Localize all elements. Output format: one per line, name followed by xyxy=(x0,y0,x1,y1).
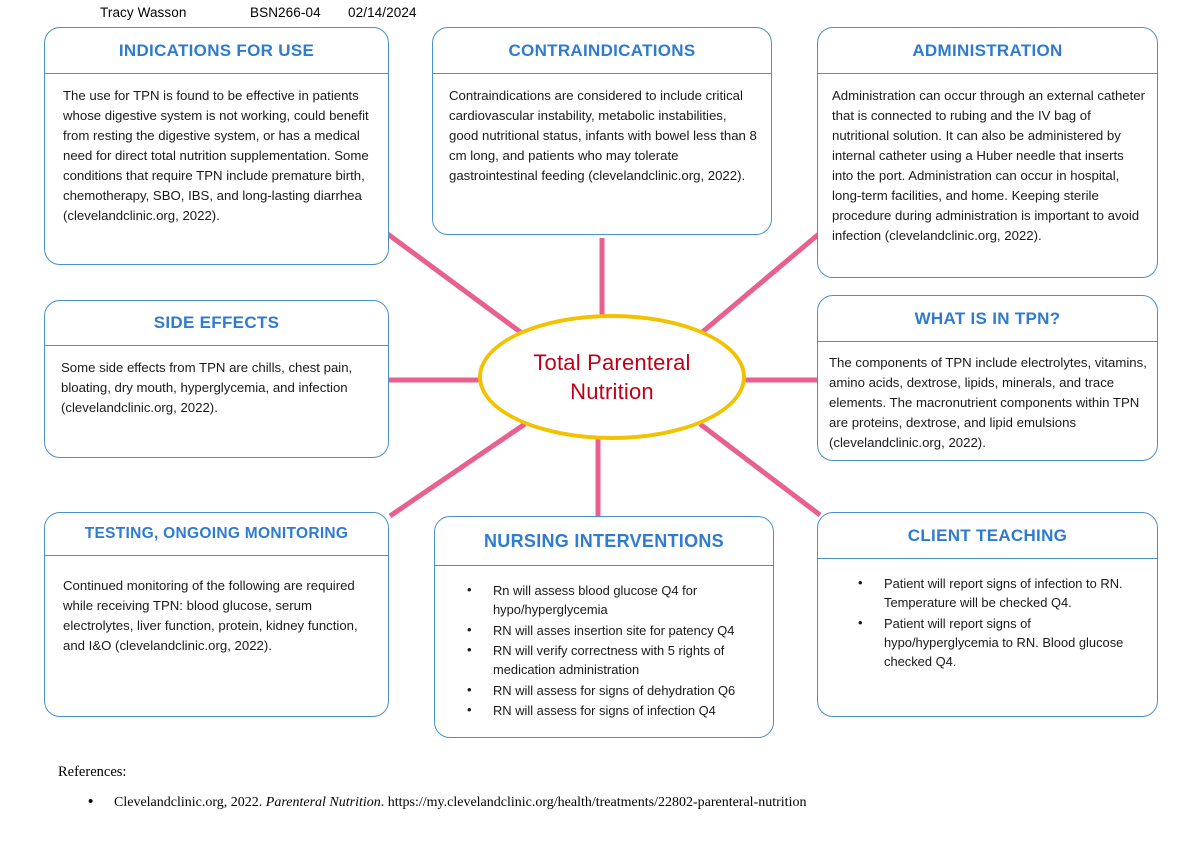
node-body-client-teaching: Patient will report signs of infection t… xyxy=(818,559,1157,672)
list-item: RN will verify correctness with 5 rights… xyxy=(467,640,763,680)
list-item: RN will assess for signs of dehydration … xyxy=(467,680,763,700)
course-code: BSN266-04 xyxy=(250,5,321,20)
node-title-administration: ADMINISTRATION xyxy=(818,28,1157,74)
node-text: The use for TPN is found to be effective… xyxy=(63,88,369,224)
list-item: Patient will report signs of hypo/hyperg… xyxy=(858,613,1139,672)
node-client-teaching[interactable]: CLIENT TEACHING Patient will report sign… xyxy=(817,512,1158,717)
node-title-indications-for-use: INDICATIONS FOR USE xyxy=(45,28,388,74)
node-nursing-interventions[interactable]: NURSING INTERVENTIONS Rn will assess blo… xyxy=(434,516,774,738)
node-body-indications-for-use: The use for TPN is found to be effective… xyxy=(45,74,388,226)
references-list: Clevelandclinic.org, 2022. Parenteral Nu… xyxy=(58,791,807,813)
node-body-what-is-in-tpn: The components of TPN include electrolyt… xyxy=(818,342,1157,453)
node-title-side-effects: SIDE EFFECTS xyxy=(45,301,388,346)
node-body-testing-ongoing-monitoring: Continued monitoring of the following ar… xyxy=(45,556,388,656)
references-section: References: Clevelandclinic.org, 2022. P… xyxy=(58,764,806,813)
connector-administration xyxy=(698,231,822,336)
node-body-contraindications: Contraindications are considered to incl… xyxy=(433,74,771,186)
reference-prefix: Clevelandclinic.org, 2022. xyxy=(114,795,266,810)
center-node-total-parenteral-nutrition[interactable]: Total Parenteral Nutrition xyxy=(478,314,746,440)
list-item: Patient will report signs of infection t… xyxy=(858,573,1139,613)
reference-item: Clevelandclinic.org, 2022. Parenteral Nu… xyxy=(88,791,807,813)
node-text: Some side effects from TPN are chills, c… xyxy=(61,360,353,416)
node-text: Contraindications are considered to incl… xyxy=(449,88,757,184)
student-name: Tracy Wasson xyxy=(100,5,187,20)
connector-indications xyxy=(383,229,525,337)
header: Tracy Wasson BSN266-04 02/14/2024 xyxy=(100,5,417,20)
references-label: References: xyxy=(58,764,127,780)
node-body-side-effects: Some side effects from TPN are chills, c… xyxy=(45,346,388,418)
center-label-line1: Total Parenteral xyxy=(533,349,691,375)
node-indications-for-use[interactable]: INDICATIONS FOR USE The use for TPN is f… xyxy=(44,27,389,265)
node-text: The components of TPN include electrolyt… xyxy=(829,355,1147,451)
node-testing-ongoing-monitoring[interactable]: TESTING, ONGOING MONITORING Continued mo… xyxy=(44,512,389,717)
node-contraindications[interactable]: CONTRAINDICATIONS Contraindications are … xyxy=(432,27,772,235)
node-title-testing-ongoing-monitoring: TESTING, ONGOING MONITORING xyxy=(45,513,388,556)
bullet-list: Rn will assess blood glucose Q4 for hypo… xyxy=(441,580,763,721)
node-text: Administration can occur through an exte… xyxy=(832,88,1146,244)
list-item: RN will asses insertion site for patency… xyxy=(467,620,763,640)
node-what-is-in-tpn[interactable]: WHAT IS IN TPN? The components of TPN in… xyxy=(817,295,1158,461)
list-item: Rn will assess blood glucose Q4 for hypo… xyxy=(467,580,763,620)
list-item: RN will assess for signs of infection Q4 xyxy=(467,700,763,720)
center-label-line2: Nutrition xyxy=(570,379,654,404)
node-body-nursing-interventions: Rn will assess blood glucose Q4 for hypo… xyxy=(435,566,773,721)
node-title-nursing-interventions: NURSING INTERVENTIONS xyxy=(435,517,773,566)
connector-client-teaching xyxy=(698,422,822,517)
connector-testing xyxy=(388,421,527,519)
node-side-effects[interactable]: SIDE EFFECTS Some side effects from TPN … xyxy=(44,300,389,458)
reference-suffix: . https://my.clevelandclinic.org/health/… xyxy=(380,795,807,810)
node-administration[interactable]: ADMINISTRATION Administration can occur … xyxy=(817,27,1158,278)
node-title-client-teaching: CLIENT TEACHING xyxy=(818,513,1157,559)
assignment-date: 02/14/2024 xyxy=(348,5,417,20)
center-node-label: Total Parenteral Nutrition xyxy=(533,348,690,406)
node-body-administration: Administration can occur through an exte… xyxy=(818,74,1157,247)
node-title-what-is-in-tpn: WHAT IS IN TPN? xyxy=(818,296,1157,342)
reference-title: Parenteral Nutrition xyxy=(265,795,381,810)
bullet-list: Patient will report signs of infection t… xyxy=(832,573,1139,672)
node-title-contraindications: CONTRAINDICATIONS xyxy=(433,28,771,74)
node-text: Continued monitoring of the following ar… xyxy=(63,578,358,654)
